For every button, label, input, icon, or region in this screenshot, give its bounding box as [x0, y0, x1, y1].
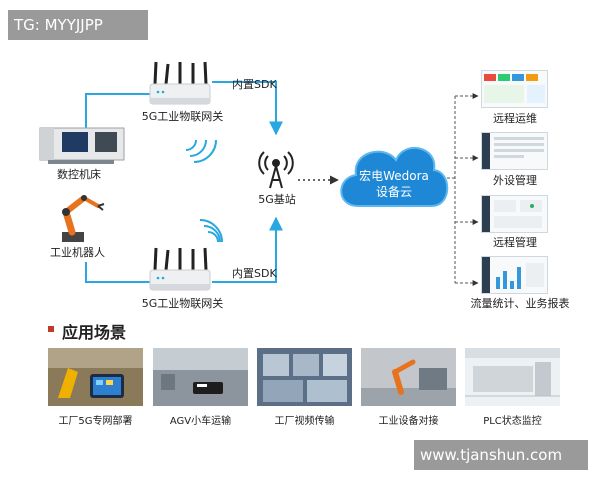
- section-bullet-icon: [48, 326, 54, 332]
- scenario-label-5g-network: 工厂5G专网部署: [58, 416, 133, 427]
- thumb-remote-mgmt: [481, 195, 548, 233]
- gateway-label-bottom: 5G工业物联网关: [141, 297, 224, 310]
- cloud-label: 宏电Wedora 设备云: [352, 168, 436, 200]
- watermark-top-left: TG: MYYJJPP: [8, 10, 148, 40]
- router-top-icon: [149, 61, 211, 105]
- connector-sdk-bottom: [212, 216, 283, 283]
- thumb-traffic-report: [481, 256, 548, 294]
- router-bottom-icon: [149, 247, 211, 291]
- connector-robot-gateway-bottom: [85, 262, 150, 283]
- connector-sdk-top: [212, 81, 283, 136]
- connector-cnc-gateway-top: [85, 93, 150, 128]
- section-title: 应用场景: [62, 323, 127, 342]
- robot-arm-icon: [62, 195, 105, 242]
- scenario-image-video: [257, 348, 352, 406]
- scenario-image-agv: [153, 348, 248, 406]
- sdk-label-bottom: 内置SDK: [232, 267, 277, 280]
- cloud-label-line1: 宏电Wedora: [359, 169, 429, 183]
- service-label-traffic: 流量统计、业务报表: [470, 297, 570, 310]
- scenario-image-equipment: [361, 348, 456, 406]
- cnc-machine-icon: [39, 127, 125, 164]
- service-label-peripheral: 外设管理: [493, 174, 537, 187]
- cloud-label-line2: 设备云: [375, 185, 412, 199]
- base-station-icon: [258, 151, 294, 189]
- scenario-label-video: 工厂视频传输: [274, 416, 335, 427]
- service-label-remote-ops: 远程运维: [493, 112, 537, 125]
- sdk-label-top: 内置SDK: [232, 78, 277, 91]
- cnc-label: 数控机床: [57, 168, 101, 181]
- scenario-image-5g-network: [48, 348, 143, 406]
- wifi-signal-top-icon: [185, 139, 217, 163]
- base-station-label: 5G基站: [258, 193, 296, 206]
- scenario-label-plc: PLC状态监控: [483, 416, 542, 427]
- scenario-label-equipment: 工业设备对接: [378, 416, 439, 427]
- scenario-label-agv: AGV小车运输: [169, 416, 232, 427]
- watermark-bottom-right: www.tjanshun.com: [414, 440, 588, 470]
- thumb-peripheral-mgmt: [481, 132, 548, 170]
- cloud-shape: [340, 147, 449, 207]
- robot-label: 工业机器人: [50, 246, 105, 259]
- scenario-image-plc: [465, 348, 560, 406]
- thumb-remote-ops: [481, 70, 548, 108]
- service-label-remote-mgmt: 远程管理: [493, 236, 537, 249]
- wifi-signal-bottom-icon: [199, 219, 223, 243]
- gateway-label-top: 5G工业物联网关: [141, 110, 224, 123]
